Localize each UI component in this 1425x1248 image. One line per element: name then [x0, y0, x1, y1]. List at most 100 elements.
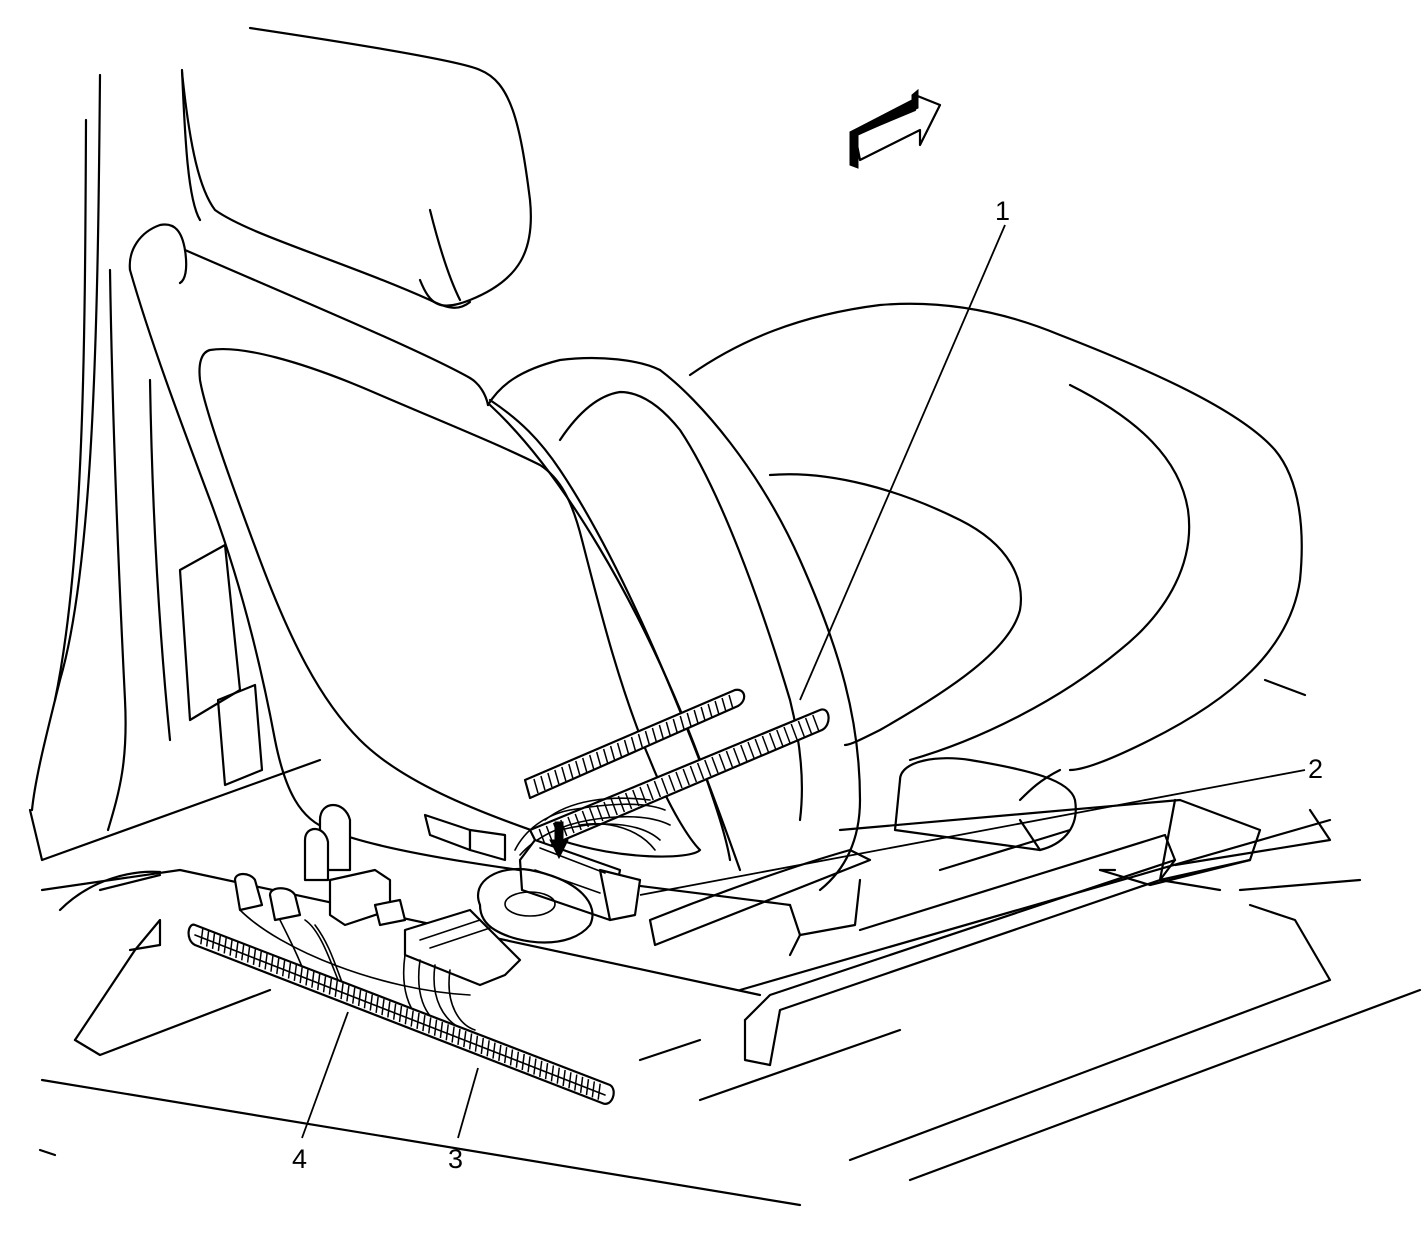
conduit-rib — [538, 1060, 543, 1077]
conduit-rib — [704, 759, 712, 777]
conduit-rib — [812, 714, 820, 732]
conduit-rib — [783, 726, 791, 744]
conduit-rib — [427, 1017, 432, 1034]
callout-label-2: 2 — [1308, 754, 1323, 784]
conduit-rib — [672, 718, 679, 734]
conduit-rib — [747, 741, 755, 759]
callout-label-1: 1 — [995, 196, 1010, 226]
conduit-rib — [768, 732, 777, 750]
conduit-rib — [682, 768, 690, 786]
conduit-rib — [235, 941, 239, 959]
conduit-rib — [582, 757, 588, 773]
conduit-rib — [544, 1063, 549, 1080]
conduit-rib — [776, 729, 784, 747]
conduit-rib — [540, 775, 546, 791]
conduit-rib — [718, 753, 726, 771]
conduit-rib — [639, 786, 647, 804]
conduit-rib — [287, 962, 292, 979]
conduit-rib — [264, 953, 268, 970]
conduit-rib — [588, 754, 595, 770]
conduit-rib — [665, 721, 672, 737]
conduit-rib — [422, 1015, 426, 1032]
conduit-rib — [797, 720, 806, 738]
conduit-rib — [597, 1083, 601, 1100]
conduit-rib — [293, 964, 298, 981]
conduit-rib — [556, 1067, 561, 1084]
conduit-rib — [679, 715, 685, 731]
conduit-rib — [686, 712, 692, 728]
conduit-rib — [316, 973, 321, 991]
conduit-rib — [754, 738, 762, 756]
conduit-rib — [521, 1053, 525, 1071]
conduit-rib — [591, 1081, 596, 1098]
conduit-rib — [658, 724, 665, 740]
conduit-rib — [700, 706, 706, 722]
conduit-rib — [728, 694, 734, 710]
conduit-rib — [668, 774, 676, 792]
floor — [38, 808, 1422, 1207]
connector-seat-harness — [477, 821, 642, 944]
callout-1: 1 — [799, 196, 1010, 701]
conduit-rib — [637, 733, 644, 749]
conduit-rib — [568, 763, 574, 779]
conduit-rib — [363, 992, 368, 1009]
seat-cushion — [688, 302, 1307, 802]
conduit-rib — [721, 697, 727, 713]
conduit-rib — [527, 1056, 531, 1073]
callout-2: 2 — [639, 754, 1323, 896]
conduit-rib — [561, 766, 567, 782]
seat-back — [128, 223, 862, 907]
conduit-rib — [240, 944, 245, 961]
conduit-rib — [725, 750, 734, 768]
conduit-rib — [545, 825, 554, 843]
conduit-rib — [696, 762, 705, 780]
conduit-rib — [258, 951, 263, 968]
conduit-rib — [740, 744, 748, 762]
conduit-rib — [486, 1040, 490, 1057]
conduit-rib — [328, 978, 333, 995]
conduit-rib — [299, 967, 303, 984]
conduit-rib — [474, 1035, 479, 1052]
conduit-rib — [492, 1042, 496, 1059]
conduit-rib — [579, 1076, 584, 1093]
conduit-rib — [651, 727, 658, 743]
conduit-rib — [375, 996, 379, 1013]
conduit-rib — [616, 742, 623, 758]
conduit-rib — [352, 987, 356, 1004]
conduit-rib — [761, 735, 770, 753]
conduit-rib — [498, 1044, 502, 1061]
conduit-rib — [480, 1037, 485, 1055]
conduit-rib — [533, 778, 539, 794]
conduit-rib — [445, 1024, 449, 1041]
harness-conduit-lower — [187, 923, 615, 1105]
conduit-rib — [575, 760, 581, 776]
conduit-rib — [550, 1065, 555, 1082]
conduit-rib — [468, 1033, 473, 1050]
conduit-rib — [509, 1049, 514, 1066]
conduit-rib — [416, 1012, 420, 1029]
conduit-rib — [630, 736, 637, 752]
conduit-rib — [711, 756, 719, 774]
conduit-rib — [340, 983, 344, 1000]
conduit-rib — [311, 971, 315, 988]
door-pillar — [28, 68, 322, 862]
conduit-rib — [585, 1079, 590, 1096]
conduit-rib — [547, 772, 553, 788]
conduit-rib — [200, 928, 204, 945]
conduit-rib — [624, 792, 633, 810]
forward-direction-arrow-icon — [849, 88, 942, 169]
conduit-rib — [533, 1058, 537, 1075]
conduit-rib — [610, 798, 618, 816]
conduit-rib — [623, 739, 630, 755]
conduit-rib — [595, 751, 602, 767]
conduit-rib — [392, 1003, 397, 1020]
conduit-rib — [574, 1074, 578, 1091]
conduit-rib — [463, 1031, 467, 1048]
conduit-rib — [609, 745, 616, 761]
harness-conduit-upper — [523, 688, 830, 852]
conduit-rib — [602, 748, 609, 764]
conduit-rib — [305, 969, 309, 986]
conduit-rib — [229, 939, 233, 956]
conduit-rib — [357, 989, 362, 1007]
